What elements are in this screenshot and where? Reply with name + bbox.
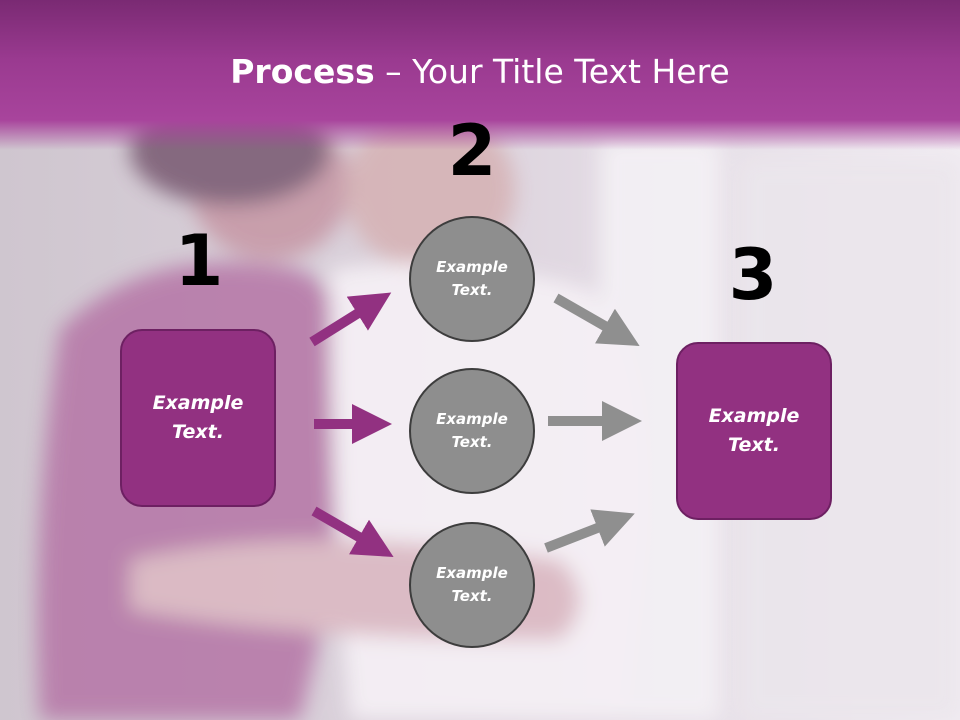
step-number-3: 3: [728, 234, 778, 316]
arrow-to-circle-3: [311, 506, 394, 558]
arrow-from-circle-3: [544, 509, 635, 553]
circle-1-text: Example Text.: [436, 258, 508, 299]
circle-2: Example Text.: [409, 368, 535, 494]
title-bold: Process: [230, 52, 375, 91]
step-number-1: 1: [174, 220, 224, 302]
circle-3: Example Text.: [409, 522, 535, 648]
arrow-to-circle-1: [309, 292, 392, 347]
step-1-box: Example Text.: [120, 329, 276, 507]
circle-1: Example Text.: [409, 216, 535, 342]
arrow-from-circle-1: [553, 293, 640, 346]
header-band: [0, 0, 960, 150]
step-1-text: Example Text.: [152, 392, 244, 443]
slide-title: Process – Your Title Text Here: [0, 52, 960, 91]
title-rest: – Your Title Text Here: [374, 52, 730, 91]
circle-2-text: Example Text.: [436, 410, 508, 451]
step-3-text: Example Text.: [708, 405, 800, 456]
step-number-2: 2: [447, 110, 497, 192]
step-3-box: Example Text.: [676, 342, 832, 520]
circle-3-text: Example Text.: [436, 564, 508, 605]
